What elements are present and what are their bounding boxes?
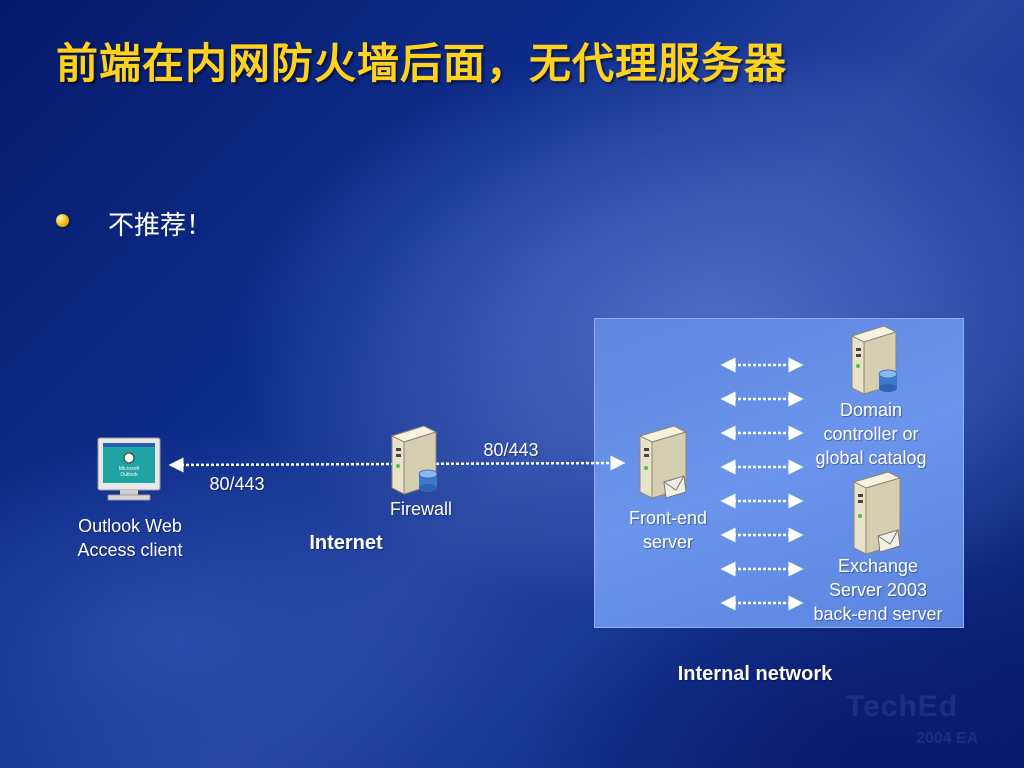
exchange-label-line2: Server 2003 [828, 580, 928, 600]
domain-controller-label-line2: controller or [823, 424, 919, 444]
domain-controller-label-line3: global catalog [815, 448, 927, 468]
frontend-label: Front-end server [612, 506, 724, 554]
internal-network-label: Internal network [677, 663, 833, 685]
client-label: Outlook Web Access client [58, 514, 202, 562]
domain-controller-label-line1: Domain [839, 400, 903, 420]
client-screen-text-1: Microsoft [119, 466, 140, 472]
domain-controller-server-icon [850, 325, 898, 395]
exchange-label-line1: Exchange [837, 556, 919, 576]
client-label-line1: Outlook Web [78, 516, 182, 536]
watermark-logo: TechEd [846, 690, 959, 723]
frontend-label-line2: server [642, 532, 693, 552]
watermark-subtext: 2004 EA [916, 730, 979, 747]
exchange-label-line3: back-end server [813, 604, 943, 624]
firewall-server-icon [390, 425, 438, 495]
frontend-server-icon [638, 425, 688, 499]
internet-label: Internet [309, 532, 383, 554]
client-computer-icon: Microsoft Outlook [97, 437, 161, 501]
exchange-label: Exchange Server 2003 back-end server [800, 554, 956, 626]
client-label-line2: Access client [77, 540, 183, 560]
firewall-label: Firewall [389, 499, 452, 519]
port-label-right: 80/443 [483, 440, 539, 460]
client-screen-text-2: Outlook [120, 472, 138, 478]
frontend-label-line1: Front-end [628, 508, 708, 528]
page-title: 前端在内网防火墙后面，无代理服务器 [56, 39, 788, 88]
exchange-server-icon [852, 471, 902, 555]
port-label-left: 80/443 [209, 474, 265, 494]
bullet-icon [56, 214, 69, 227]
domain-controller-label: Domain controller or global catalog [800, 398, 942, 470]
internal-connection-arrows [720, 357, 804, 611]
bullet-text: 不推荐！ [108, 211, 213, 241]
